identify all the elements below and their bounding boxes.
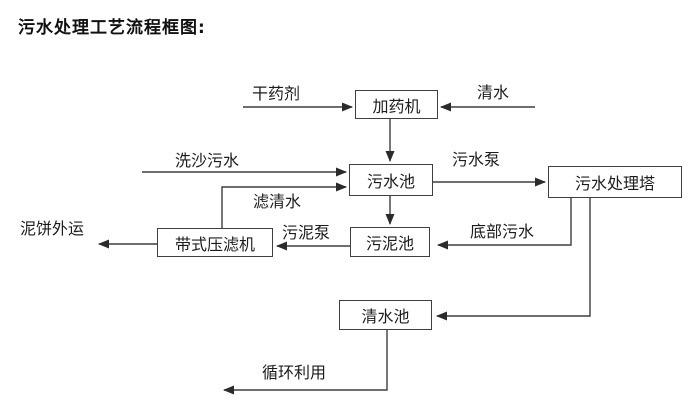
label-dry-chemical: 干药剂 [252,84,301,103]
label-sludge-pump: 污泥泵 [282,223,331,242]
label-sewage-pump: 污水泵 [452,150,501,169]
node-sewage-pool: 污水池 [349,164,433,196]
page-title: 污水处理工艺流程框图: [18,18,206,38]
label-mud-cake-out: 泥饼外运 [20,219,85,238]
node-dosing-machine: 加药机 [355,90,438,119]
node-clear-water-pool: 清水池 [339,300,432,330]
node-sludge-pool: 污泥池 [350,227,430,257]
label-filtered-water: 滤清水 [253,192,302,211]
node-belt-filter-press: 带式压滤机 [157,228,273,257]
label-bottom-sewage: 底部污水 [470,222,535,241]
node-treatment-tower: 污水处理塔 [548,166,682,198]
label-clear-water: 清水 [477,83,510,102]
label-sand-washing-sewage: 洗沙污水 [175,151,240,170]
edge-tower-to-clear-arrow [436,198,591,321]
label-recycle-use: 循环利用 [262,363,327,382]
